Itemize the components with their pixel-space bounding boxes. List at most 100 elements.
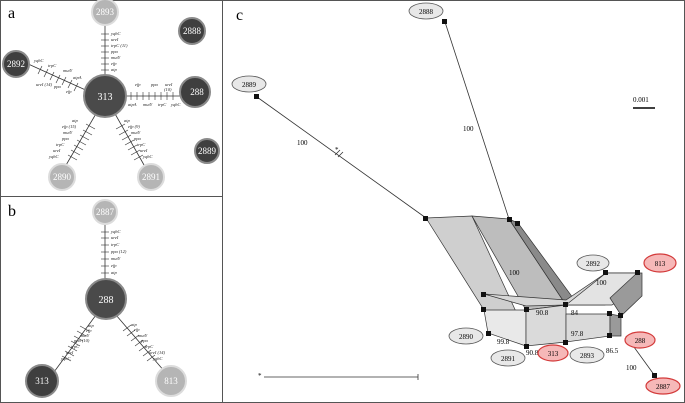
b-spoke-down-right <box>115 314 166 373</box>
node-b-288: 288 <box>85 278 127 320</box>
label-b-dl-4: ppa (10) <box>73 338 90 343</box>
label-b-dr-7: yqhC <box>152 356 163 361</box>
label-b-up-7: atp <box>111 270 118 275</box>
node-a-313-label: 313 <box>98 92 113 103</box>
label-b-up-2: ureI <box>111 235 119 240</box>
label-a-dl-1: atp <box>72 118 79 123</box>
bottom-asterisk: * <box>258 372 262 380</box>
node-b-313-label: 313 <box>35 376 49 386</box>
label-a-left-5: ureI (14) <box>36 82 52 87</box>
label-a-right-3: ureI <box>165 82 173 87</box>
node-b-288-label: 288 <box>99 295 114 306</box>
label-b-up-3: trpC <box>111 242 120 247</box>
label-b-dr-5: trpC <box>145 344 154 349</box>
taxon-313: 313 <box>537 344 569 362</box>
label-a-up-2: ureI <box>111 37 119 42</box>
node-a-288: 288 <box>179 76 211 108</box>
node-a-288-label: 288 <box>190 87 204 97</box>
label-a-dr-5: trpC <box>137 142 146 147</box>
node-a-2891: 2891 <box>137 163 165 191</box>
labels-a-down-left: atp efp (15) mutY ppa trpC ureI yqhC <box>48 118 79 159</box>
node-a-2888-label: 2888 <box>183 26 202 36</box>
taxon-2889: 2889 <box>231 75 267 93</box>
node-a-2893-label: 2893 <box>96 7 115 17</box>
label-b-dl-5: trpC <box>71 344 80 349</box>
node-b-813-label: 813 <box>164 376 178 386</box>
label-a-dr-4: ppa <box>133 136 142 141</box>
label-a-dr-6: ureI <box>140 148 148 153</box>
node-b-2887: 2887 <box>92 199 118 225</box>
label-a-left-3: mutY <box>63 68 73 73</box>
support-97-8: 97.8 <box>571 330 584 338</box>
support-2889-branch: 100 <box>297 139 308 147</box>
label-b-dl-2: efp <box>86 328 92 333</box>
label-b-dr-4: ppa <box>140 338 149 343</box>
support-mid-face: 100 <box>509 269 520 277</box>
taxon-2892-label: 2892 <box>586 260 601 268</box>
label-a-right-2: ppa <box>150 82 159 87</box>
panel-a-letter: a <box>8 5 15 22</box>
label-a-right-5: atpA <box>128 102 137 107</box>
label-a-up-4: ppa <box>110 49 119 54</box>
label-a-dl-3: mutY <box>63 130 73 135</box>
label-a-dl-6: ureI <box>53 148 61 153</box>
taxon-2891-label: 2891 <box>501 355 516 363</box>
label-a-right-6: mutY <box>143 102 153 107</box>
label-a-right-7: trpC <box>158 102 167 107</box>
support-2887-branch: 100 <box>626 364 637 372</box>
panel-c-frame <box>222 0 685 403</box>
spoke-left <box>25 62 91 93</box>
taxon-2890: 2890 <box>448 327 484 345</box>
network-nodes <box>254 19 657 378</box>
label-a-dl-5: trpC <box>56 142 65 147</box>
taxon-813-label: 813 <box>655 260 666 268</box>
labels-a-left: yqhC trpC mutY atpA ureI (14) ppa efp <box>33 58 82 94</box>
labels-a-up: yqhC ureI trpC (11) ppa mutY efp atp <box>110 31 128 72</box>
branch-2889 <box>256 96 427 219</box>
label-a-dr-3: mutY <box>131 130 141 135</box>
label-a-left-2: trpC <box>48 63 57 68</box>
label-a-up-5: mutY <box>111 55 121 60</box>
label-b-dl-6: ureI <box>66 350 74 355</box>
labels-a-right: efp ppa ureI (10) atpA mutY trpC yqhC <box>128 82 181 107</box>
break-mark-1 <box>334 149 341 156</box>
ticks-b-down-right <box>122 324 156 362</box>
label-a-up-1: yqhC <box>110 31 121 36</box>
label-a-right-8: yqhC <box>170 102 181 107</box>
label-a-left-4: atpA <box>73 75 82 80</box>
taxon-313-label: 313 <box>548 350 559 358</box>
label-a-dl-2: efp (15) <box>62 124 77 129</box>
ticks-a-down-left <box>67 123 96 161</box>
ticks-b-up <box>101 231 109 274</box>
panel-a: yqhC ureI trpC (11) ppa mutY efp atp yqh… <box>2 0 220 191</box>
label-b-dl-7: yqhC <box>60 356 71 361</box>
label-a-dr-1: atp <box>124 118 131 123</box>
taxon-288-label: 288 <box>635 337 646 345</box>
spoke-down-left <box>61 111 98 173</box>
taxon-2892: 2892 <box>576 254 610 272</box>
label-b-up-4: ppa (12) <box>110 249 127 254</box>
label-b-dr-6: ureI (14) <box>149 350 165 355</box>
label-a-right-1: efp <box>135 82 141 87</box>
node-b-813: 813 <box>155 365 187 397</box>
taxon-813: 813 <box>643 253 677 273</box>
taxon-2887: 2887 <box>645 377 681 395</box>
taxon-2888-label: 2888 <box>419 8 434 16</box>
ticks-b-down-left <box>61 325 90 362</box>
label-b-up-6: efp <box>111 263 117 268</box>
taxon-2893: 2893 <box>569 346 605 364</box>
support-2888-branch: 100 <box>463 125 474 133</box>
panel-b: yqhC ureI trpC ppa (12) mutY efp atp atp… <box>25 199 187 398</box>
label-a-dl-4: ppa <box>61 136 70 141</box>
panel-b-letter: b <box>8 203 16 220</box>
label-b-dl-1: atp <box>88 323 95 328</box>
ticks-a-up <box>101 33 109 71</box>
label-b-dr-3: mutY <box>138 333 148 338</box>
taxon-2889-label: 2889 <box>242 81 257 89</box>
node-a-313: 313 <box>83 74 127 118</box>
panel-c: 0.001 * <box>231 2 681 395</box>
taxon-2891: 2891 <box>490 349 526 367</box>
ticks-a-left <box>37 65 79 92</box>
label-a-up-6: efp <box>111 61 117 66</box>
scale-label: 0.001 <box>633 96 649 104</box>
